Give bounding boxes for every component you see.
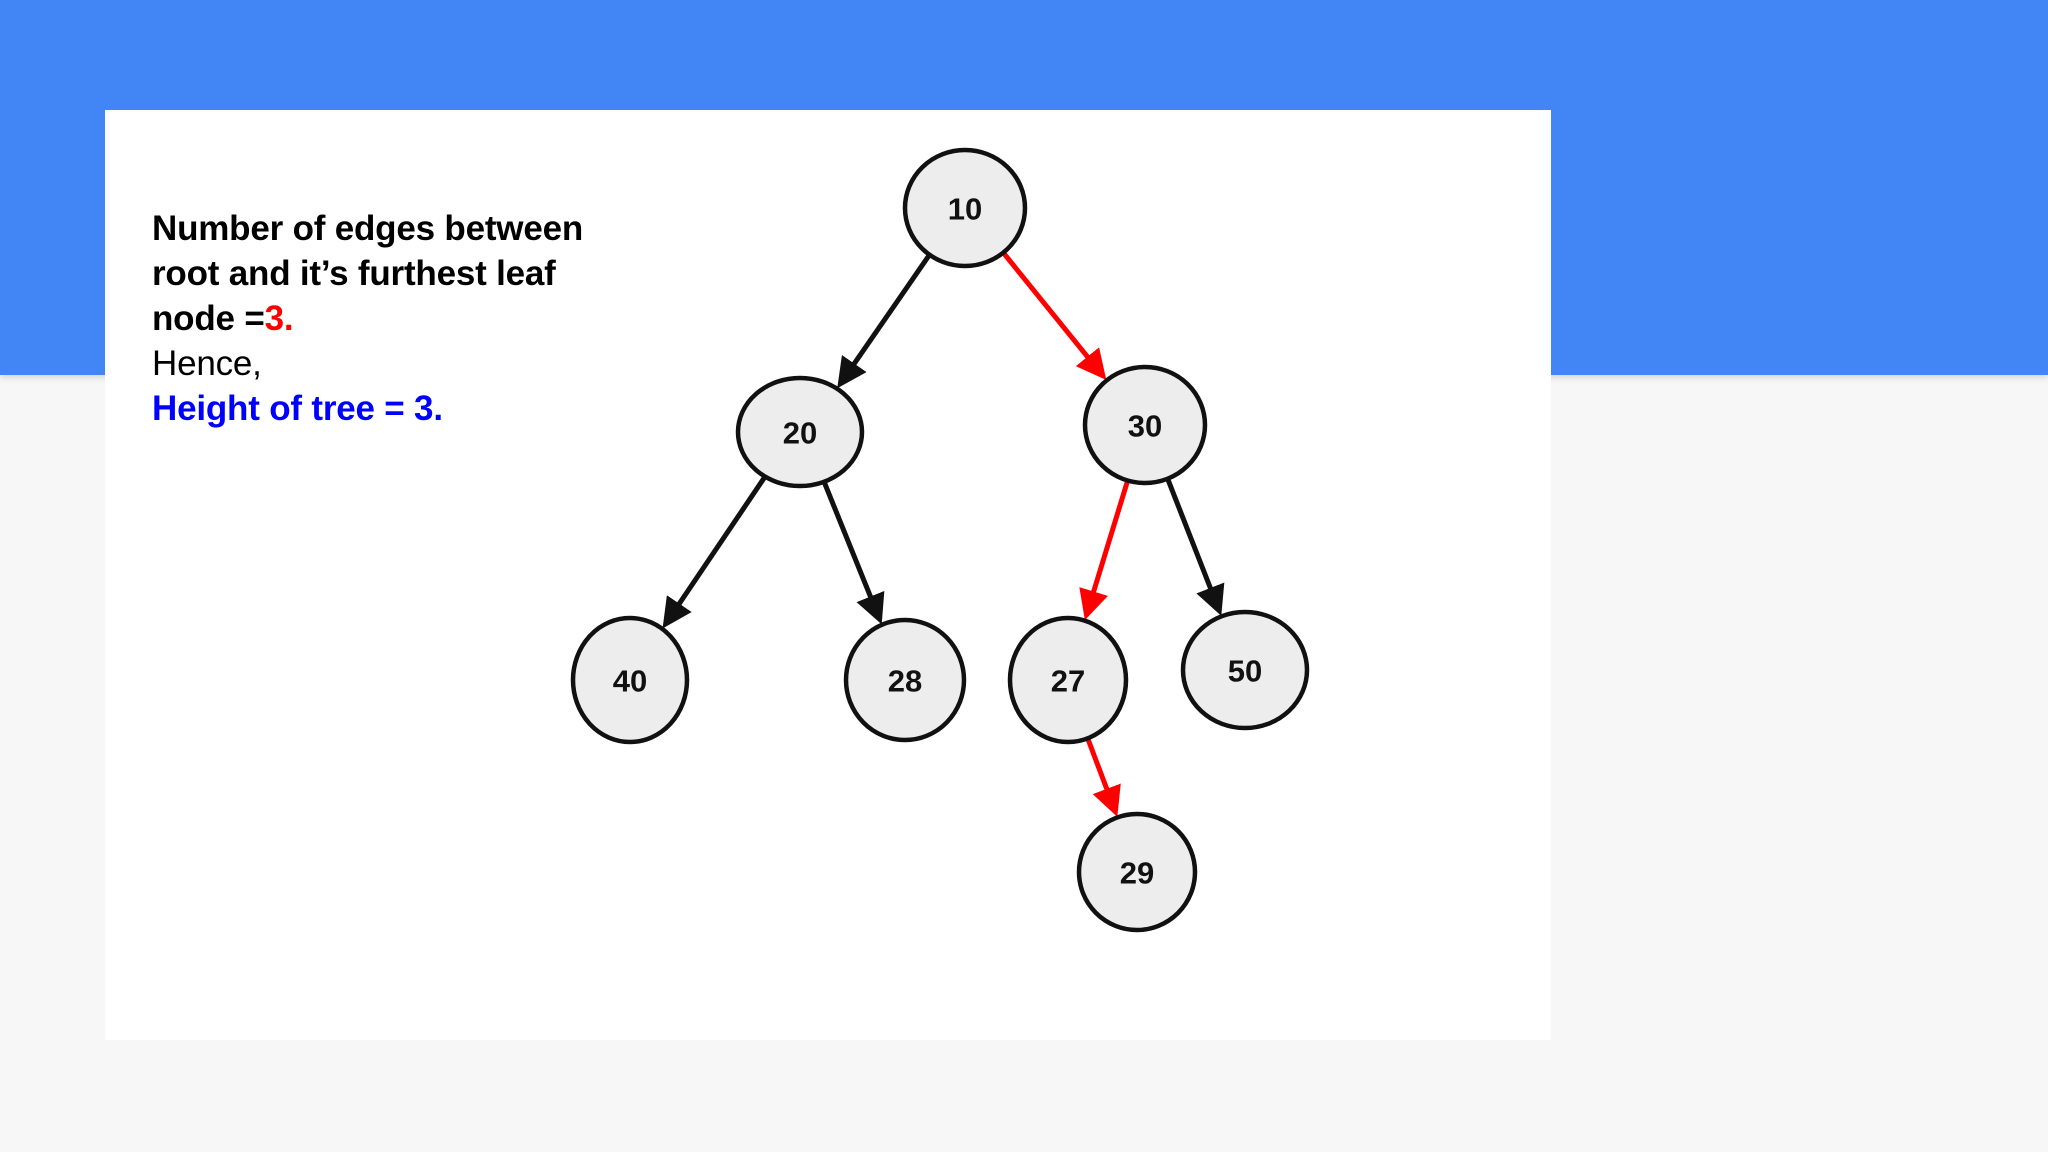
tree-node-label-30: 30 (1128, 409, 1162, 444)
tree-node-10[interactable]: 10 (902, 147, 1028, 269)
explanation-line-3-prefix: node = (152, 299, 265, 338)
tree-node-27[interactable]: 27 (1007, 615, 1129, 745)
tree-node-label-20: 20 (783, 416, 817, 451)
explanation-line-3: node =3. (152, 296, 672, 341)
tree-edge-27-29 (1084, 735, 1121, 817)
tree-edge-10-30 (1000, 249, 1107, 381)
explanation-line-4: Hence, (152, 344, 262, 383)
tree-node-label-28: 28 (888, 664, 922, 699)
tree-edge-layer (662, 249, 1225, 817)
slide-content-card: Number of edges between root and it’s fu… (105, 110, 1551, 1040)
tree-node-shape-20 (735, 375, 865, 489)
tree-node-28[interactable]: 28 (843, 617, 967, 743)
explanation-line-2: root and it’s furthest leaf (152, 254, 556, 293)
tree-node-label-27: 27 (1051, 664, 1085, 699)
tree-node-20[interactable]: 20 (735, 375, 865, 489)
tree-node-shape-27 (1007, 615, 1129, 745)
tree-node-30[interactable]: 30 (1082, 364, 1208, 486)
tree-edge-20-28 (821, 479, 885, 625)
tree-edge-30-27 (1079, 478, 1131, 621)
tree-node-label-50: 50 (1228, 654, 1262, 689)
tree-node-label-29: 29 (1120, 856, 1154, 891)
tree-node-shape-10 (902, 147, 1028, 269)
binary-tree-diagram: 10 20 30 40 28 27 50 29 (570, 147, 1310, 933)
edge-count-value: 3. (264, 299, 294, 338)
tree-node-40[interactable]: 40 (570, 615, 690, 745)
tree-node-shape-50 (1180, 609, 1310, 731)
tree-node-29[interactable]: 29 (1076, 811, 1198, 933)
tree-node-label-40: 40 (613, 664, 647, 699)
tree-edge-10-20 (837, 251, 933, 389)
explanation-line-1: Number of edges between (152, 209, 584, 248)
tree-node-50[interactable]: 50 (1180, 609, 1310, 731)
tree-edge-30-50 (1164, 476, 1225, 616)
tree-node-shape-29 (1076, 811, 1198, 933)
tree-node-shape-28 (843, 617, 967, 743)
height-result-line: Height of tree = 3. (152, 389, 443, 428)
tree-node-shape-30 (1082, 364, 1208, 486)
tree-edge-20-40 (662, 473, 769, 629)
explanation-text-block: Number of edges between root and it’s fu… (152, 206, 672, 431)
tree-node-layer: 10 20 30 40 28 27 50 29 (570, 147, 1310, 933)
tree-node-shape-40 (570, 615, 690, 745)
tree-node-label-10: 10 (948, 192, 982, 227)
